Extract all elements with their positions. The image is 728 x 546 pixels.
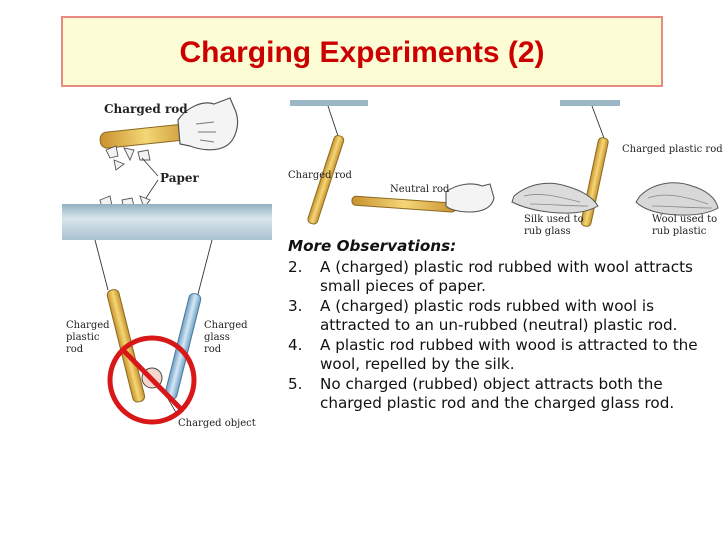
item-text: A plastic rod rubbed with wood is attrac… <box>320 335 698 374</box>
charged-plastic-rod-top <box>580 137 609 227</box>
item-number: 5. <box>288 374 303 393</box>
title-box: Charging Experiments (2) <box>61 16 663 87</box>
observations-panel: More Observations: 2. A (charged) plastic… <box>288 237 708 414</box>
charged-rod-hanging <box>307 134 345 225</box>
list-item: 4. A plastic rod rubbed with wood is attr… <box>288 336 708 375</box>
list-item: 3. A (charged) plastic rods rubbed with w… <box>288 297 708 336</box>
item-text: A (charged) plastic rod rubbed with wool… <box>320 257 693 296</box>
ceiling-shelf <box>62 204 272 240</box>
item-text: No charged (rubbed) object attracts both… <box>320 374 675 413</box>
item-number: 2. <box>288 257 303 276</box>
observations-heading: More Observations: <box>288 237 457 255</box>
no-symbol-icon <box>107 335 197 425</box>
item-number: 3. <box>288 296 303 315</box>
paper-attraction-figure: Charged rod Paper <box>99 97 239 211</box>
label-charged-plastic-rod-top: Charged plastic rod <box>622 144 723 155</box>
page-title: Charging Experiments (2) <box>179 36 545 69</box>
neutral-rod <box>351 195 457 213</box>
wool-cloth <box>635 182 719 216</box>
label-charged-object: Charged object <box>178 418 256 429</box>
silk-cloth <box>511 182 599 214</box>
label-charged-rod-hanging: Charged rod <box>288 170 353 181</box>
hand-icon <box>177 97 239 151</box>
list-item: 2. A (charged) plastic rod rubbed with wo… <box>288 258 708 297</box>
paper-pieces <box>99 145 151 211</box>
item-number: 4. <box>288 335 303 354</box>
observations-list: 2. A (charged) plastic rod rubbed with wo… <box>288 258 708 414</box>
neutral-rod-figure: Charged rod Neutral rod <box>288 100 495 225</box>
list-item: 5. No charged (rubbed) object attracts bo… <box>288 375 708 414</box>
hand-icon <box>445 183 495 213</box>
item-text: A (charged) plastic rods rubbed with woo… <box>320 296 678 335</box>
label-charged-rod: Charged rod <box>104 102 188 116</box>
label-neutral-rod: Neutral rod <box>390 184 450 195</box>
label-paper: Paper <box>160 171 200 185</box>
